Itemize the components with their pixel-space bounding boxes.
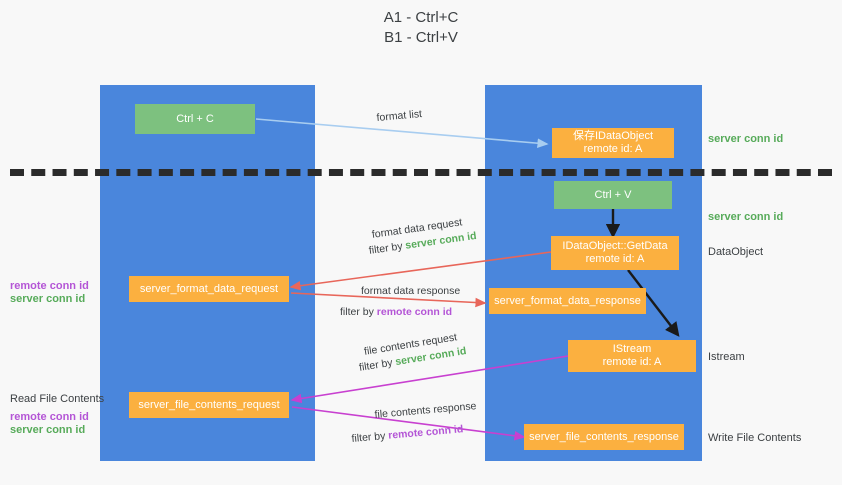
node-server-format-data-response[interactable]: server_format_data_response [489,288,646,314]
annotation-server-conn-id-top: server conn id [708,133,784,145]
edge-label-file-contents-response-filter-hl: remote conn id [387,423,464,442]
edge-label-format-data-request-filter-pre: filter by [368,239,407,257]
annotation-server-conn-id-mid: server conn id [708,211,784,223]
node-istream-label: IStream [612,343,652,355]
phase-divider [10,169,832,176]
annotation-write-file-contents: Write File Contents [708,432,802,444]
node-server-file-contents-request-label: server_file_contents_request [138,398,280,411]
node-istream[interactable]: IStream remote id: A [568,340,696,372]
node-istream-sublabel: remote id: A [602,356,662,368]
edge-label-format-data-response-filter-hl: remote conn id [376,306,453,318]
annotation-server-conn-id-1: server conn id [10,293,86,305]
node-save-idataobject[interactable]: 保存IDataObject remote id: A [552,128,674,158]
node-ctrl-c[interactable]: Ctrl + C [135,104,255,134]
annotation-dataobject: DataObject [708,246,764,258]
node-ctrl-v[interactable]: Ctrl + V [554,181,672,209]
edge-label-file-contents-response-filter: filter by remote conn id [351,422,464,446]
page-title: A1 - Ctrl+C B1 - Ctrl+V [383,9,459,46]
annotation-remote-conn-id-1: remote conn id [10,280,89,292]
edge-label-format-data-response-filter-pre: filter by [340,306,377,318]
node-save-idataobject-sublabel: remote id: A [583,143,643,155]
annotation-read-file-contents: Read File Contents [10,393,105,405]
node-server-format-data-request[interactable]: server_format_data_request [129,276,289,302]
node-idataobject-getdata[interactable]: IDataObject::GetData remote id: A [551,236,679,270]
node-server-format-data-response-label: server_format_data_response [494,294,641,307]
edge-label-file-contents-request-filter-pre: filter by [358,356,397,374]
node-ctrl-v-label: Ctrl + V [594,188,632,201]
node-idataobject-getdata-sublabel: remote id: A [585,253,645,265]
node-server-format-data-request-label: server_format_data_request [139,282,279,295]
node-save-idataobject-label: 保存IDataObject [572,130,654,142]
annotation-remote-conn-id-2: remote conn id [10,411,89,423]
edge-label-format-list: format list [376,108,423,124]
annotation-server-conn-id-2: server conn id [10,424,86,436]
node-server-file-contents-request[interactable]: server_file_contents_request [129,392,289,418]
node-server-file-contents-response[interactable]: server_file_contents_response [524,424,684,450]
node-ctrl-c-label: Ctrl + C [176,112,214,125]
annotation-istream: Istream [708,351,745,363]
node-server-file-contents-response-label: server_file_contents_response [529,430,679,443]
edge-label-file-contents-response: file contents response [374,400,477,421]
edge-label-format-data-response-filter: filter by remote conn id [340,305,452,319]
node-idataobject-getdata-label: IDataObject::GetData [562,240,668,252]
edge-label-file-contents-response-filter-pre: filter by [351,429,389,445]
edge-label-format-data-response: format data response [361,285,461,297]
